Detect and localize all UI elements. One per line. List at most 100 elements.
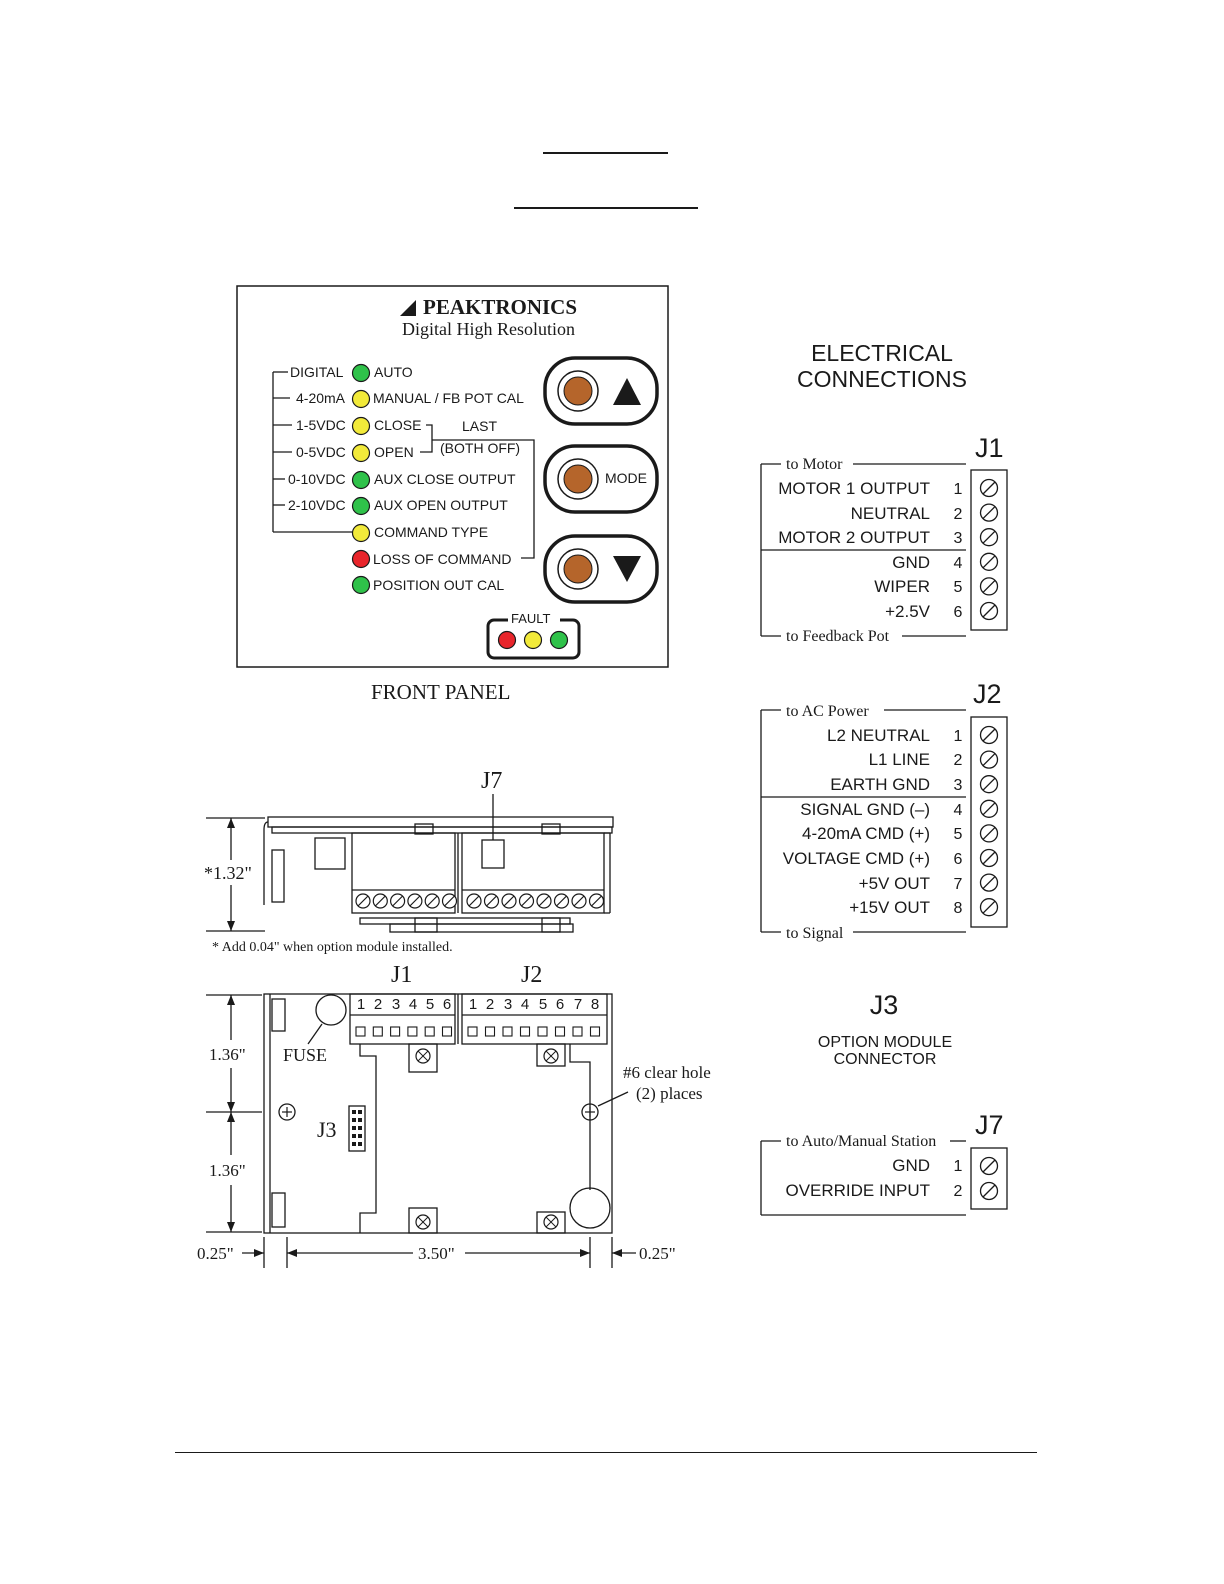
j2-pin-number: 2 bbox=[954, 752, 963, 769]
both-off-label: (BOTH OFF) bbox=[440, 440, 520, 456]
top-j3-label: J3 bbox=[317, 1117, 337, 1142]
side-view-diagram: J7 *1.32" * Add 0.04" when option module… bbox=[204, 768, 614, 955]
j1-pin-number: 2 bbox=[954, 506, 963, 523]
j7-top-label: to Auto/Manual Station bbox=[786, 1133, 936, 1150]
footer-rule bbox=[175, 1452, 1037, 1453]
pin-number: 1 bbox=[469, 996, 477, 1013]
fault-led bbox=[549, 630, 569, 650]
mounting-hole-icon bbox=[282, 1107, 595, 1117]
fuse-label: FUSE bbox=[283, 1045, 327, 1065]
led-indicator bbox=[351, 416, 371, 436]
j3-header-pins bbox=[352, 1110, 362, 1146]
j2-pin-number: 4 bbox=[954, 802, 963, 819]
j1-pin-number: 3 bbox=[954, 530, 963, 547]
top-j2-pin-squares bbox=[467, 1026, 601, 1037]
pin-number: 6 bbox=[556, 996, 564, 1013]
j7-row-label: OVERRIDE INPUT bbox=[785, 1181, 930, 1200]
j2-screw-column bbox=[979, 725, 999, 917]
header-pin bbox=[358, 1110, 362, 1114]
standoff-screw-icon bbox=[543, 1048, 559, 1064]
terminal-screw-icon bbox=[979, 750, 999, 769]
j2-terminal-block: J2 to AC Power to Signal L2 NEUTRAL L1 L… bbox=[760, 679, 1008, 942]
mode-button[interactable]: MODE bbox=[543, 444, 659, 514]
j1-label: J1 bbox=[975, 433, 1004, 463]
terminal-screw-icon bbox=[407, 893, 423, 909]
pin-square bbox=[589, 1026, 601, 1037]
pin-number: 5 bbox=[539, 996, 547, 1013]
dim-margin-right: 0.25" bbox=[639, 1244, 676, 1263]
led-labels: AUTO MANUAL / FB POT CAL CLOSE OPEN AUX … bbox=[373, 364, 524, 593]
led-label: CLOSE bbox=[374, 417, 421, 433]
j2-row-label: SIGNAL GND (–) bbox=[800, 800, 930, 819]
led-indicator bbox=[351, 470, 371, 490]
j2-bottom-label: to Signal bbox=[786, 925, 844, 942]
header-pin bbox=[352, 1110, 356, 1114]
top-j1-pin-squares bbox=[355, 1026, 453, 1037]
terminal-screw-icon bbox=[536, 893, 552, 909]
pin-number: 4 bbox=[409, 996, 417, 1013]
led-label: AUX CLOSE OUTPUT bbox=[374, 471, 516, 487]
top-j2-label: J2 bbox=[521, 962, 542, 988]
led-label: AUX OPEN OUTPUT bbox=[374, 497, 508, 513]
front-panel-diagram: PEAKTRONICS Digital High Resolution DIGI… bbox=[236, 285, 669, 704]
down-button[interactable] bbox=[543, 534, 659, 604]
signal-label: 0-5VDC bbox=[296, 444, 346, 460]
top-j2-pin-numbers: 1 2 3 4 5 6 7 8 bbox=[469, 996, 599, 1013]
header-pin bbox=[358, 1142, 362, 1146]
pin-number: 8 bbox=[591, 996, 599, 1013]
led-indicator bbox=[351, 363, 371, 383]
pin-number: 6 bbox=[443, 996, 451, 1013]
led-indicator bbox=[351, 523, 371, 543]
j2-row-label: L1 LINE bbox=[869, 750, 930, 769]
hole-note: #6 clear hole bbox=[623, 1063, 711, 1082]
j7-terminal-block: J7 to Auto/Manual Station GND OVERRIDE I… bbox=[760, 1110, 1008, 1216]
brand-name: PEAKTRONICS bbox=[423, 295, 577, 319]
last-label: LAST bbox=[462, 418, 497, 434]
electrical-connections-title: ELECTRICAL CONNECTIONS bbox=[770, 340, 994, 392]
pin-number: 2 bbox=[374, 996, 382, 1013]
dim-width: 3.50" bbox=[418, 1244, 455, 1263]
j3-description: CONNECTOR bbox=[834, 1051, 937, 1068]
terminal-screw-icon bbox=[441, 893, 458, 909]
fault-indicator: FAULT bbox=[486, 611, 581, 660]
j1-pin-number: 5 bbox=[954, 579, 963, 596]
terminal-screw-icon bbox=[571, 893, 587, 909]
terminal-screw-icon bbox=[483, 893, 500, 909]
pin-square bbox=[355, 1026, 366, 1037]
pin-square bbox=[537, 1026, 548, 1037]
terminal-screw-icon bbox=[979, 775, 999, 794]
j7-label: J7 bbox=[975, 1110, 1004, 1140]
title-line: CONNECTIONS bbox=[797, 366, 967, 392]
terminal-screw-icon bbox=[588, 893, 605, 909]
j1-row-label: WIPER bbox=[874, 577, 930, 596]
pin-number: 3 bbox=[392, 996, 400, 1013]
header-pin bbox=[352, 1126, 356, 1130]
pin-square bbox=[407, 1026, 418, 1037]
pin-number: 1 bbox=[357, 996, 365, 1013]
standoff-screw-icon bbox=[415, 1214, 431, 1230]
j3-connector-info: J3 OPTION MODULE CONNECTOR bbox=[818, 990, 952, 1068]
pin-square bbox=[554, 1026, 566, 1037]
fault-led bbox=[523, 630, 543, 650]
j1-pin-number: 6 bbox=[954, 604, 963, 621]
j2-row-label: EARTH GND bbox=[830, 775, 930, 794]
j2-pin-number: 8 bbox=[954, 900, 963, 917]
signal-label: 4-20mA bbox=[296, 390, 346, 406]
led-label: LOSS OF COMMAND bbox=[373, 551, 511, 567]
j1-row-label: MOTOR 1 OUTPUT bbox=[778, 479, 930, 498]
up-button[interactable] bbox=[543, 356, 659, 426]
j2-label: J2 bbox=[973, 679, 1002, 709]
pin-square bbox=[502, 1026, 513, 1037]
j1-row-label: +2.5V bbox=[885, 602, 931, 621]
terminal-screw-icon bbox=[424, 893, 440, 909]
top-j1-label: J1 bbox=[391, 962, 412, 988]
j1-row-label: GND bbox=[892, 553, 930, 572]
top-view-diagram: J1 J2 bbox=[197, 962, 711, 1268]
terminal-screw-icon bbox=[979, 1181, 999, 1201]
j1-pin-number: 4 bbox=[954, 555, 963, 572]
front-panel-caption: FRONT PANEL bbox=[371, 680, 510, 704]
j2-row-label: +5V OUT bbox=[859, 874, 930, 893]
pin-number: 3 bbox=[504, 996, 512, 1013]
j2-row-label: L2 NEUTRAL bbox=[827, 726, 930, 745]
pin-square bbox=[467, 1026, 478, 1037]
